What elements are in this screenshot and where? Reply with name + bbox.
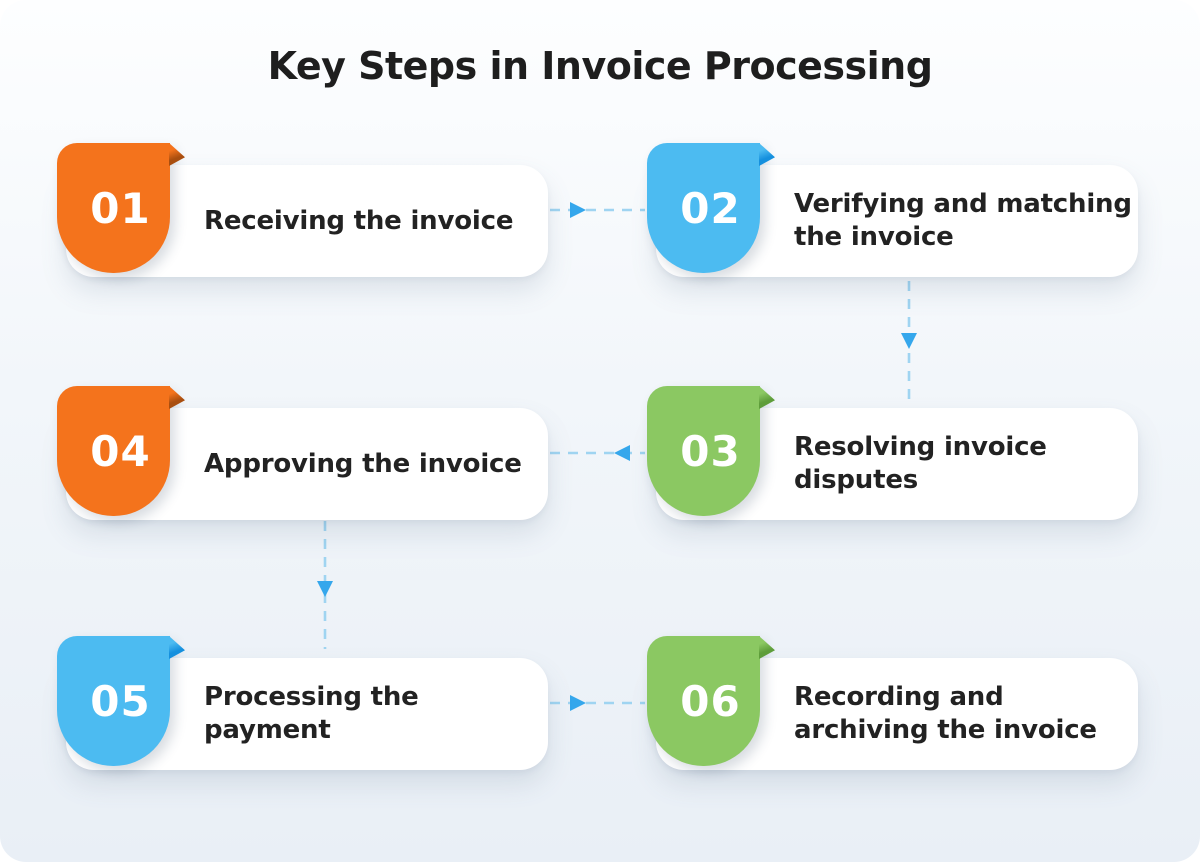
arrow-left-icon bbox=[614, 445, 630, 461]
step-number-badge: 01 bbox=[57, 143, 185, 273]
ribbon-fold-icon bbox=[759, 386, 775, 409]
step-label: Receiving the invoice bbox=[204, 205, 514, 236]
step-label: Verifying and matching the invoice bbox=[794, 189, 1132, 252]
arrow-right-icon bbox=[570, 202, 586, 218]
step-card: Receiving the invoice 01 bbox=[57, 143, 548, 277]
page-title: Key Steps in Invoice Processing bbox=[267, 44, 933, 88]
ribbon-fold-icon bbox=[169, 636, 185, 659]
step-number: 05 bbox=[90, 676, 151, 726]
step-number-badge: 02 bbox=[647, 143, 775, 273]
step-number: 01 bbox=[90, 183, 151, 233]
step-card: Resolving invoice disputes 03 bbox=[647, 386, 1138, 520]
step-label: Resolving invoice disputes bbox=[794, 432, 1047, 495]
step-number: 04 bbox=[90, 426, 151, 476]
step-card: Verifying and matching the invoice 02 bbox=[647, 143, 1138, 277]
step-label: Recording and archiving the invoice bbox=[794, 682, 1097, 745]
step-number-badge: 04 bbox=[57, 386, 185, 516]
step-number-badge: 05 bbox=[57, 636, 185, 766]
step-card: Recording and archiving the invoice 06 bbox=[647, 636, 1138, 770]
arrow-down-icon bbox=[317, 581, 333, 597]
step-label: Processing the payment bbox=[204, 682, 419, 745]
ribbon-fold-icon bbox=[759, 636, 775, 659]
step-number-badge: 03 bbox=[647, 386, 775, 516]
arrow-right-icon bbox=[570, 695, 586, 711]
arrow-down-icon bbox=[901, 333, 917, 349]
step-label: Approving the invoice bbox=[204, 448, 522, 479]
ribbon-fold-icon bbox=[169, 143, 185, 166]
step-number: 02 bbox=[680, 183, 741, 233]
step-number: 06 bbox=[680, 676, 741, 726]
step-number: 03 bbox=[680, 426, 741, 476]
ribbon-fold-icon bbox=[759, 143, 775, 166]
step-number-badge: 06 bbox=[647, 636, 775, 766]
ribbon-fold-icon bbox=[169, 386, 185, 409]
step-card: Processing the payment 05 bbox=[57, 636, 548, 770]
step-card: Approving the invoice 04 bbox=[57, 386, 548, 520]
